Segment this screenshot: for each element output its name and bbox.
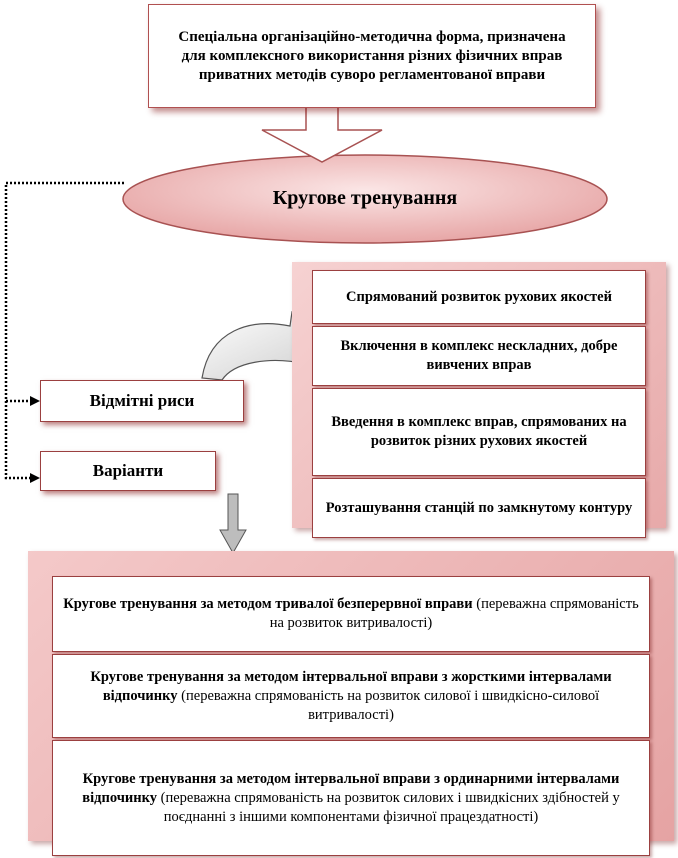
variants-label: Варіанти: [92, 461, 164, 480]
features-label-box: Відмітні риси: [40, 380, 244, 422]
features-arrowhead: [30, 396, 40, 406]
features-list: Спрямований розвиток рухових якостей Вкл…: [312, 270, 646, 540]
variant-title: Кругове тренування за методом тривалої б…: [63, 596, 473, 612]
down-arrow: [219, 493, 247, 555]
variant-title: Кругове тренування за методом інтервальн…: [82, 770, 620, 806]
page-title: Кругове тренування: [272, 186, 458, 209]
variant-title: Кругове тренування за методом інтервальн…: [90, 668, 612, 704]
variants-label-box: Варіанти: [40, 451, 216, 491]
callout-pointer: [261, 106, 383, 163]
variant-item: Кругове тренування за методом тривалої б…: [52, 576, 650, 652]
feature-item: Розташування станцій по замкнутому конту…: [312, 478, 646, 538]
feature-item: Введення в комплекс вправ, спрямованих н…: [312, 388, 646, 476]
variant-item: Кругове тренування за методом інтервальн…: [52, 740, 650, 856]
definition-text: Спеціальна організаційно-методична форма…: [178, 28, 566, 83]
variant-note: (переважна спрямованість на розвиток сил…: [181, 687, 600, 723]
features-label: Відмітні риси: [89, 391, 195, 410]
variants-arrowhead: [30, 473, 40, 483]
variant-note: (переважна спрямованість на розвиток вит…: [269, 596, 639, 631]
feature-item: Включення в комплекс нескладних, добре в…: [312, 326, 646, 386]
title-ellipse: [122, 154, 608, 244]
variant-note: (переважна спрямованість на розвиток сил…: [160, 789, 620, 825]
left-connector: [4, 181, 124, 480]
variants-list: Кругове тренування за методом тривалої б…: [52, 576, 650, 858]
title-label: Кругове тренування: [150, 178, 580, 218]
definition-box: Спеціальна організаційно-методична форма…: [148, 4, 596, 108]
variant-item: Кругове тренування за методом інтервальн…: [52, 654, 650, 738]
feature-item: Спрямований розвиток рухових якостей: [312, 270, 646, 324]
